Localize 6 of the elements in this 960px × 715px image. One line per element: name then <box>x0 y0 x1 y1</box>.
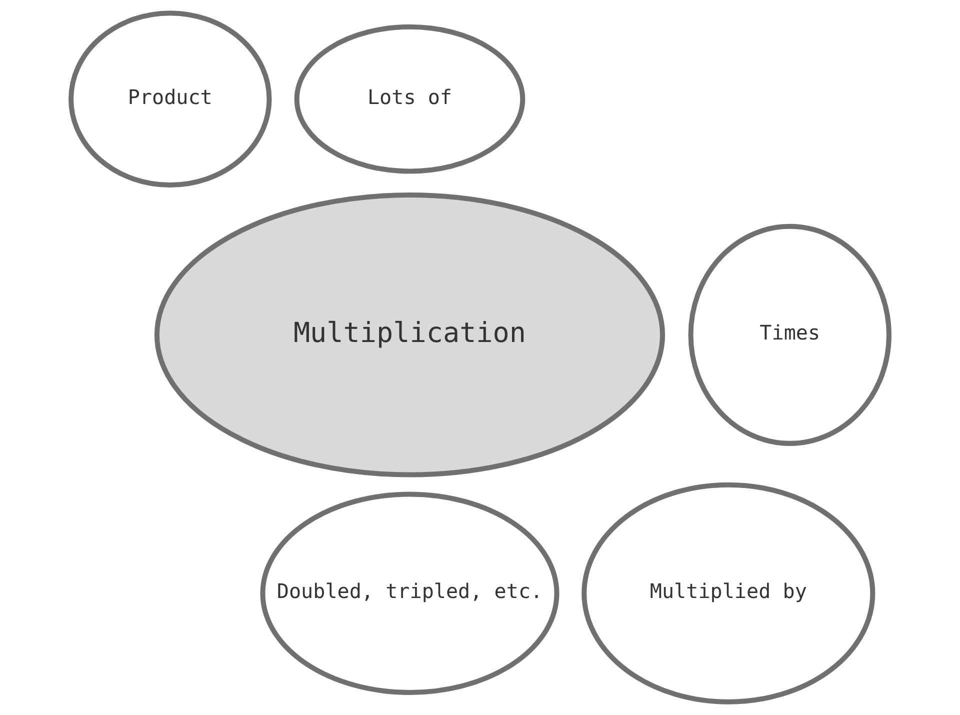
node-ellipse: Product <box>68 10 272 188</box>
node-ellipse: Lots of <box>294 24 526 174</box>
node-circle: Times <box>688 224 892 446</box>
node-ellipse: Doubled, tripled, etc. <box>260 492 560 695</box>
node-ellipse: Multiplied by <box>582 482 876 704</box>
node-ellipse: Multiplication <box>154 192 666 478</box>
